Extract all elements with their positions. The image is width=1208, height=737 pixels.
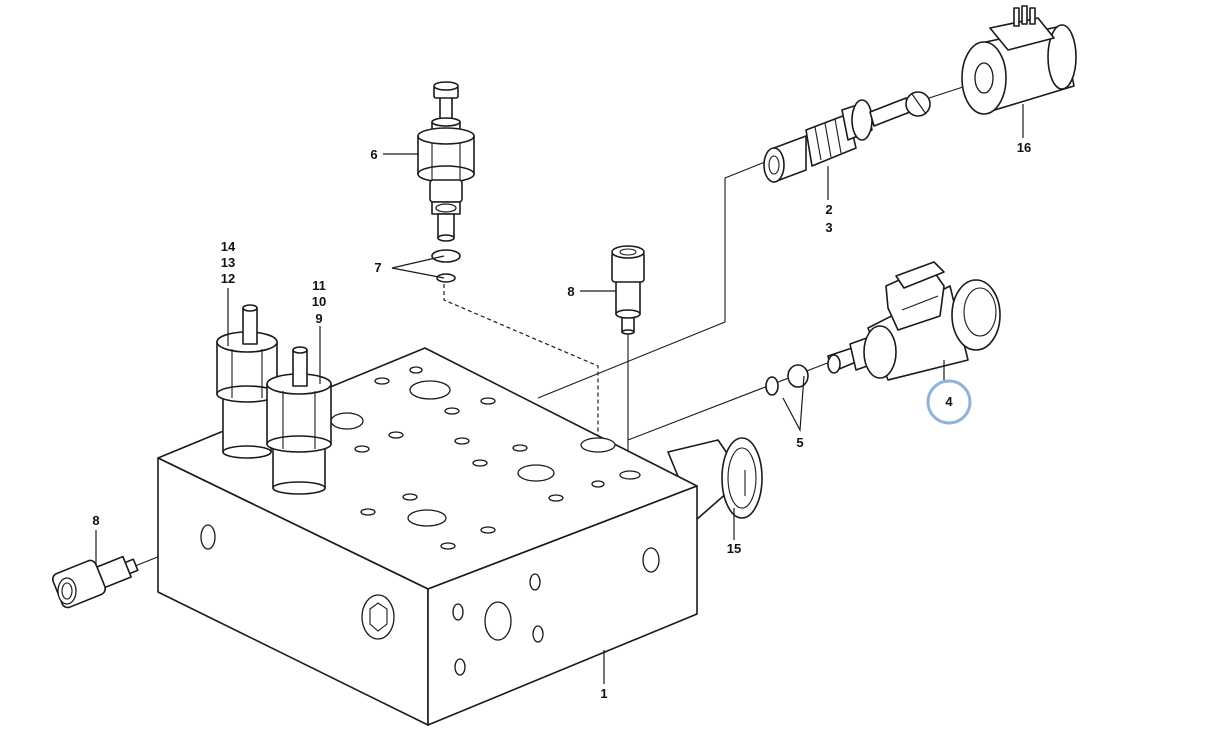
label-1: 1	[600, 686, 607, 701]
part-7-o-rings	[431, 249, 461, 283]
part-16-coil[interactable]	[961, 5, 1077, 115]
label-6: 6	[370, 147, 377, 162]
label-2: 2	[825, 202, 832, 217]
label-4[interactable]: 4	[945, 394, 953, 409]
label-7: 7	[374, 260, 381, 275]
part-5-seals	[765, 364, 809, 396]
part-4-solenoid-valve[interactable]	[827, 261, 1001, 381]
part-2-3-cartridge-valve[interactable]	[763, 91, 931, 183]
label-10: 10	[312, 294, 326, 309]
part-12-14-fitting[interactable]	[216, 304, 278, 459]
label-12: 12	[221, 271, 235, 286]
part-15-plug	[667, 437, 763, 521]
label-9: 9	[315, 311, 322, 326]
label-16: 16	[1017, 140, 1031, 155]
part-8-upper-plug[interactable]	[611, 245, 645, 335]
label-8-left: 8	[92, 513, 99, 528]
part-9-11-fitting[interactable]	[266, 346, 332, 495]
label-11: 11	[312, 278, 326, 293]
label-13: 13	[221, 255, 235, 270]
leader-lines	[95, 104, 1024, 684]
highlight-circle	[926, 379, 972, 425]
label-8-upper: 8	[567, 284, 574, 299]
part-6-pressure-valve[interactable]	[417, 81, 475, 242]
label-5: 5	[796, 435, 803, 450]
callout-labels: 1 2 3 4 5 6 7 8 8 9 10 11 12 13 14 15 16	[92, 140, 1031, 701]
label-3: 3	[825, 220, 832, 235]
label-15: 15	[727, 541, 741, 556]
label-14: 14	[221, 239, 236, 254]
part-8-left-plug[interactable]	[51, 555, 139, 610]
